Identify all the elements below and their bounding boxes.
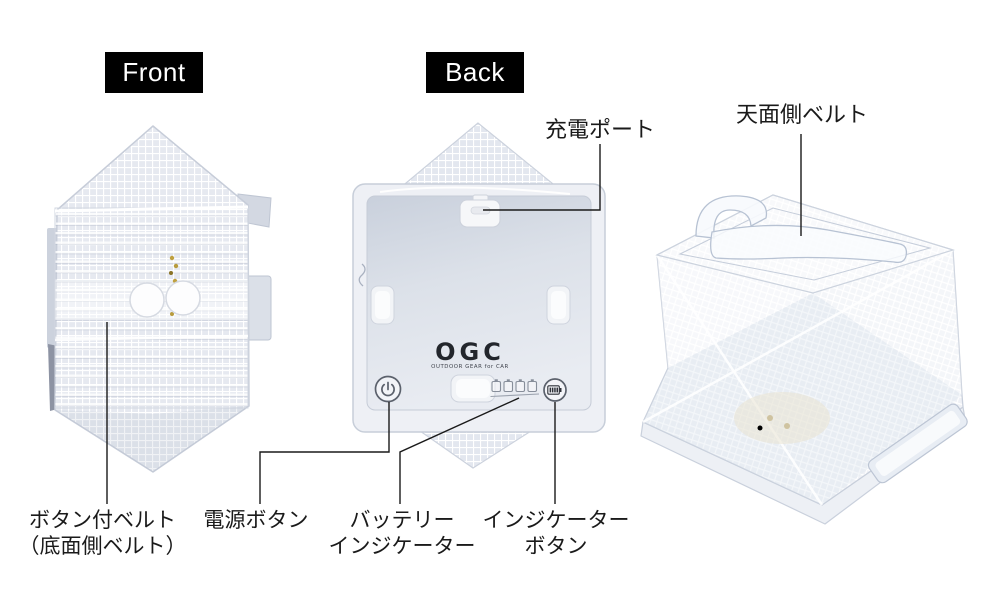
ogc-tagline: OUTDOOR GEAR for CAR (431, 364, 509, 370)
back-product-photo: OGC OUTDOOR GEAR for CAR (352, 122, 606, 469)
internal-leds (169, 255, 179, 316)
battery-indicator-label-line2: インジケーター (328, 534, 476, 558)
battery-indicator-label-line1: バッテリー (349, 508, 455, 532)
back-view-tag: Back (426, 52, 524, 93)
button-belt-label-line1: ボタン付ベルト (29, 508, 176, 532)
indicator-button-label-line2: ボタン (524, 534, 588, 558)
belt-snap-button-left (129, 282, 165, 318)
front-product-photo (47, 125, 272, 473)
power-button-icon (374, 375, 402, 403)
battery-indicator-icons (491, 379, 538, 393)
side-belt-tab (245, 275, 272, 341)
front-view-tag: Front (105, 52, 203, 93)
power-button-label: 電源ボタン (203, 508, 309, 532)
folded-product-photo (640, 194, 968, 525)
charging-port (459, 194, 501, 228)
internal-led-module (734, 392, 830, 444)
side-tab-right (546, 285, 571, 325)
button-belt-label: ボタン付ベルト （底面側ベルト） (5, 507, 200, 559)
ogc-logo: OGC (435, 338, 505, 366)
top-belt-label: 天面側ベルト (736, 103, 869, 128)
top-belt-strap (695, 195, 908, 264)
button-belt-label-line2: （底面側ベルト） (18, 534, 187, 558)
battery-indicator-label: バッテリー インジケーター (327, 507, 477, 559)
side-tab-left (370, 285, 395, 325)
indicator-button-label: インジケーター ボタン (481, 507, 631, 559)
indicator-button-icon (543, 378, 567, 402)
indicator-button-label-line1: インジケーター (482, 508, 630, 532)
charging-port-label: 充電ポート (545, 118, 656, 143)
bottom-right-strap (867, 403, 968, 484)
bottom-tab (450, 374, 496, 403)
belt-snap-button-right (165, 280, 201, 316)
top-air-chamber (398, 122, 560, 189)
